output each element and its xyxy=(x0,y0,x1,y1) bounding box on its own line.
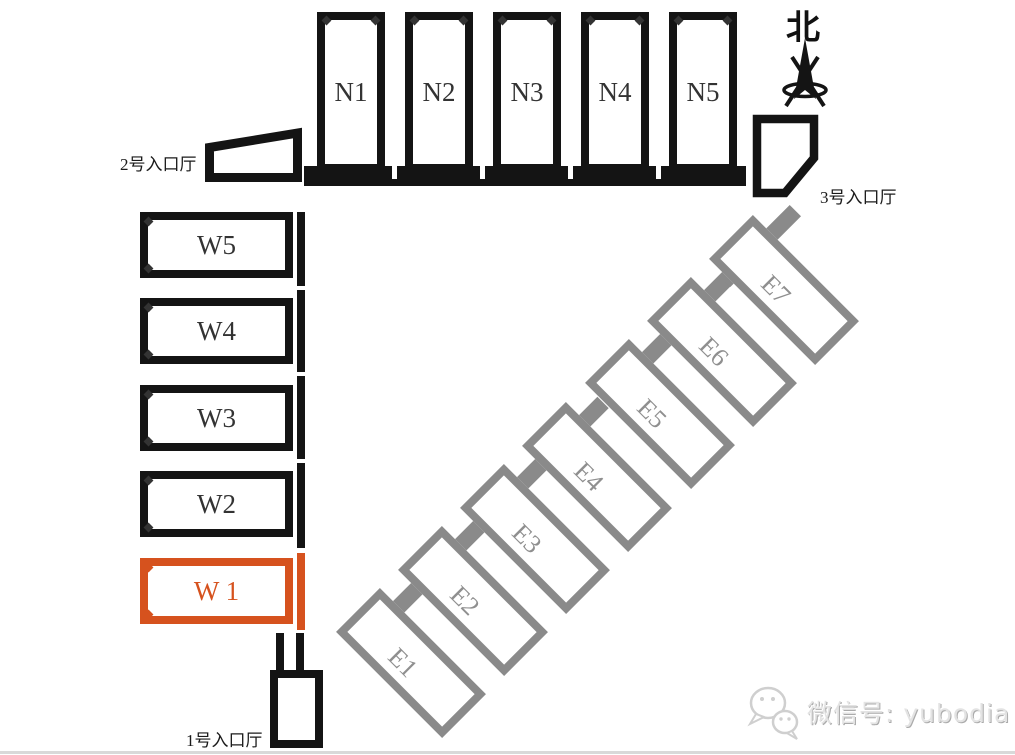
hall-w1-highlighted: W 1 xyxy=(140,558,293,624)
walkway-gap xyxy=(480,166,485,179)
hall-w4-label: W4 xyxy=(197,315,236,346)
hall-e5-label: E5 xyxy=(631,393,673,435)
bottom-divider-line xyxy=(0,751,1015,754)
hall-w4: W4 xyxy=(140,298,293,364)
hall-w3: W3 xyxy=(140,385,293,451)
entrance-1-neck xyxy=(276,633,304,673)
walkway-gap xyxy=(392,166,397,179)
hall-e2-label: E2 xyxy=(444,580,486,622)
entrance-2-shape xyxy=(205,127,302,182)
hall-n5-label: N5 xyxy=(686,76,720,107)
hall-w2-label: W2 xyxy=(197,488,236,519)
hall-n2-label: N2 xyxy=(422,76,456,107)
label-entrance-1: 1号入口厅 xyxy=(186,731,263,750)
hall-e6-label: E6 xyxy=(693,331,735,373)
north-arrow-icon xyxy=(782,38,828,108)
compass-label: 北 xyxy=(786,10,820,47)
hall-e3-label: E3 xyxy=(506,518,548,560)
hall-e1-label: E1 xyxy=(382,642,424,684)
walkway-gap xyxy=(295,372,307,376)
hall-n3: N3 xyxy=(493,12,561,172)
hall-n5: N5 xyxy=(669,12,737,172)
walkway-gap xyxy=(295,286,307,290)
entrance-1-body xyxy=(270,670,323,748)
hall-n3-label: N3 xyxy=(510,76,544,107)
west-walkway xyxy=(297,212,305,548)
walkway-gap xyxy=(295,459,307,463)
hall-w1-label: W 1 xyxy=(193,575,240,606)
hall-w3-label: W3 xyxy=(197,402,236,433)
hall-n4: N4 xyxy=(581,12,649,172)
label-entrance-2: 2号入口厅 xyxy=(120,155,197,174)
walkway-gap xyxy=(568,166,573,179)
hall-w5-label: W5 xyxy=(197,229,236,260)
hall-n4-label: N4 xyxy=(598,76,632,107)
label-entrance-3: 3号入口厅 xyxy=(820,188,897,207)
walkway-gap xyxy=(656,166,661,179)
wechat-icon xyxy=(747,686,799,740)
entrance-3-shape xyxy=(752,114,819,198)
hall-e4-label: E4 xyxy=(568,456,610,498)
west-walkway-highlight xyxy=(297,553,305,630)
hall-w5: W5 xyxy=(140,212,293,278)
hall-n1-label: N1 xyxy=(334,76,368,107)
hall-n2: N2 xyxy=(405,12,473,172)
hall-e7-label: E7 xyxy=(755,269,797,311)
hall-n1: N1 xyxy=(317,12,385,172)
watermark: 微信号: yubodia xyxy=(743,678,1010,746)
watermark-text: 微信号: yubodia xyxy=(807,699,1011,728)
hall-w2: W2 xyxy=(140,471,293,537)
